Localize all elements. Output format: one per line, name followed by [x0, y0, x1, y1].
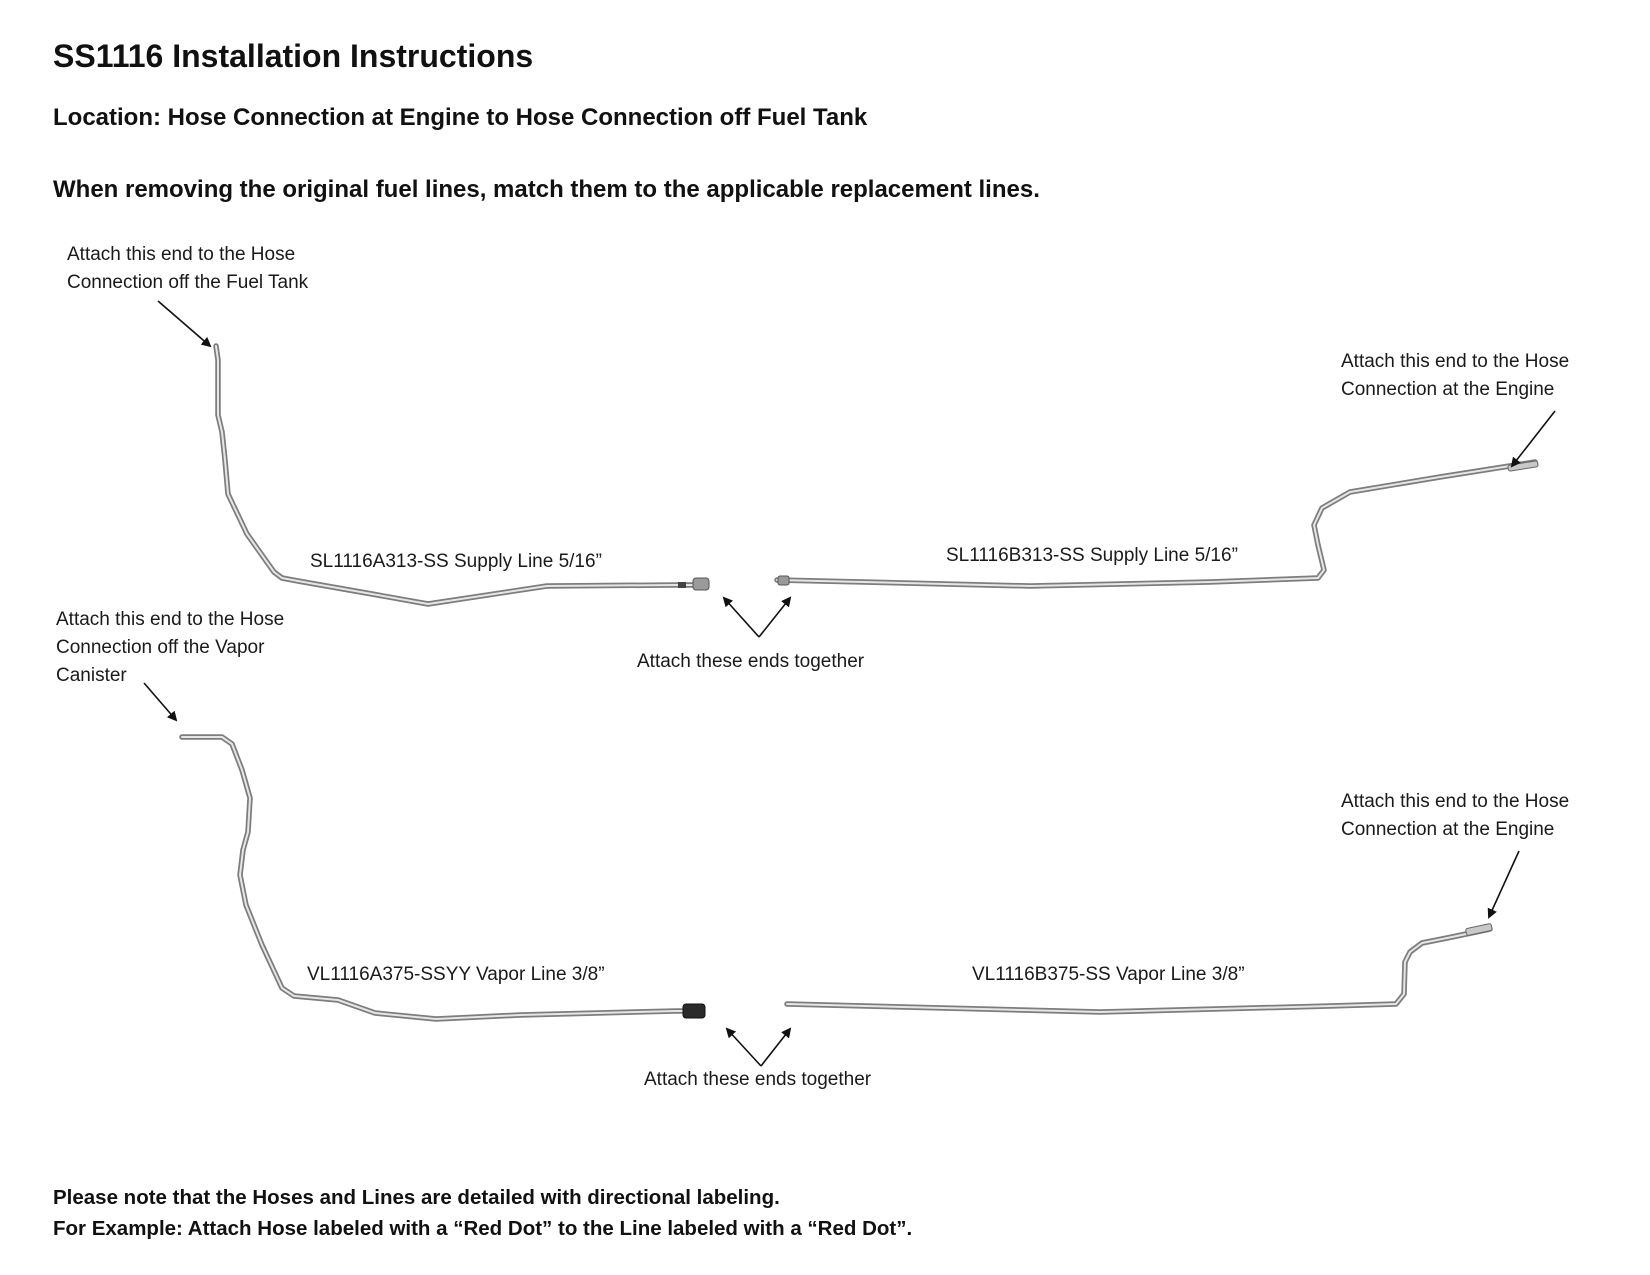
vapor-canister-callout-line-3: Canister — [56, 665, 127, 686]
footer-note-line-1: Please note that the Hoses and Lines are… — [53, 1186, 780, 1209]
supply-join-callout: Attach these ends together — [637, 651, 865, 672]
fuel-tank-callout: Attach this end to the Hose Connection o… — [67, 241, 308, 297]
page-title: SS1116 Installation Instructions — [53, 38, 534, 74]
supply-engine-callout-line-1: Attach this end to the Hose — [1341, 351, 1570, 372]
vapor-join-arrow-right — [760, 1027, 792, 1067]
vapor-canister-callout-line-1: Attach this end to the Hose — [56, 609, 285, 630]
fuel-tank-arrow — [157, 300, 212, 348]
supply-line-b-fitting — [777, 575, 790, 586]
vapor-line-a-fitting — [682, 1003, 706, 1019]
vapor-canister-callout-line-2: Connection off the Vapor — [56, 637, 265, 658]
supply-line-a-fitting-nut — [678, 582, 686, 588]
vapor-line-b-label: VL1116B375-SS Vapor Line 3/8” — [972, 964, 1245, 985]
supply-line-a-label: SL1116A313-SS Supply Line 5/16” — [310, 551, 602, 572]
vapor-engine-callout-line-1: Attach this end to the Hose — [1341, 791, 1570, 812]
instruction-heading: When removing the original fuel lines, m… — [53, 176, 1040, 203]
supply-engine-callout: Attach this end to the Hose Connection a… — [1341, 348, 1569, 404]
supply-join-arrow-left — [722, 596, 760, 638]
vapor-line-b-end-fitting — [1465, 923, 1493, 936]
vapor-engine-arrow — [1487, 850, 1520, 919]
fuel-tank-callout-line-2: Connection off the Fuel Tank — [67, 272, 309, 293]
supply-engine-arrow — [1510, 410, 1556, 468]
footer-note-line-2: For Example: Attach Hose labeled with a … — [53, 1217, 913, 1240]
supply-line-b — [774, 459, 1539, 589]
supply-line-a-fitting — [692, 577, 710, 591]
vapor-canister-callout: Attach this end to the Hose Connection o… — [56, 606, 284, 690]
supply-line-b-label: SL1116B313-SS Supply Line 5/16” — [946, 545, 1238, 566]
fuel-tank-callout-line-1: Attach this end to the Hose — [67, 244, 296, 265]
vapor-engine-callout-line-2: Connection at the Engine — [1341, 819, 1555, 840]
vapor-join-callout: Attach these ends together — [644, 1069, 872, 1090]
location-heading: Location: Hose Connection at Engine to H… — [53, 104, 868, 131]
supply-line-b-end-fitting — [1507, 460, 1539, 472]
vapor-line-a-label: VL1116A375-SSYY Vapor Line 3/8” — [307, 964, 605, 985]
vapor-join-arrow-left — [725, 1027, 762, 1067]
vapor-engine-callout: Attach this end to the Hose Connection a… — [1341, 788, 1569, 844]
supply-join-arrow-right — [758, 596, 792, 638]
supply-engine-callout-line-2: Connection at the Engine — [1341, 379, 1555, 400]
